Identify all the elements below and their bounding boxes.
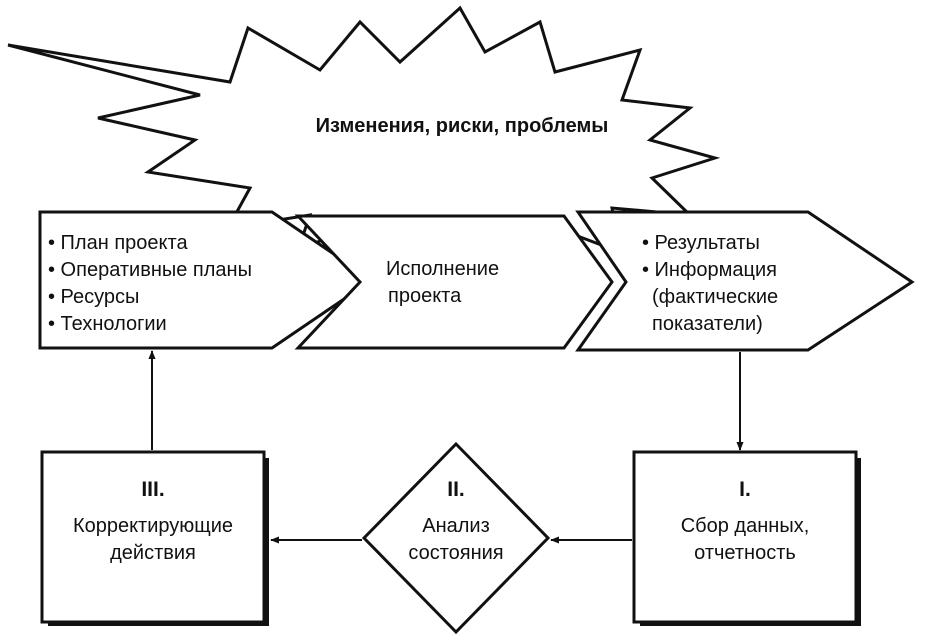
results-item: • Результаты: [642, 232, 760, 254]
plan-block: • План проекта • Оперативные планы • Рес…: [38, 210, 375, 350]
step-2-diamond: II. Анализ состояния: [361, 441, 551, 635]
step-2-label: Анализ: [422, 515, 490, 537]
results-block: • Результаты • Информация (фактические п…: [575, 210, 915, 352]
plan-item: • Ресурсы: [48, 286, 139, 308]
step-1-numeral: I.: [739, 478, 751, 501]
plan-item: • Технологии: [48, 313, 167, 335]
step-1-box: I. Сбор данных, отчетность: [632, 450, 861, 626]
risk-burst-title: Изменения, риски, проблемы: [316, 115, 609, 137]
results-item: (фактические: [652, 286, 778, 308]
execution-label: проекта: [388, 285, 462, 307]
step-3-label: Корректирующие: [73, 515, 233, 537]
plan-item: • Оперативные планы: [48, 259, 252, 281]
step-3-box: III. Корректирующие действия: [40, 450, 269, 626]
execution-label: Исполнение: [386, 258, 499, 280]
step-2-label: состояния: [408, 542, 503, 564]
step-3-numeral: III.: [141, 478, 164, 501]
execution-block: Исполнение проекта: [294, 214, 614, 350]
results-item: показатели): [652, 313, 763, 335]
step-1-label: отчетность: [694, 542, 796, 564]
step-2-numeral: II.: [447, 478, 465, 501]
step-1-label: Сбор данных,: [681, 515, 810, 537]
step-3-label: действия: [110, 542, 196, 564]
plan-item: • План проекта: [48, 232, 188, 254]
results-item: • Информация: [642, 259, 777, 281]
